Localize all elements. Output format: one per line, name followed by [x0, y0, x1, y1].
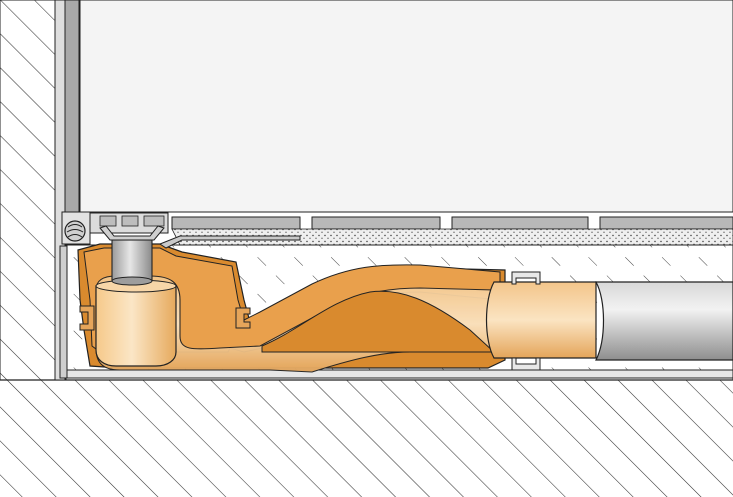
grate-bar [143, 215, 165, 227]
flange-clip-left [79, 305, 95, 331]
pipe-clamp-bottom [511, 357, 541, 371]
grate-bar [99, 215, 117, 227]
wall-masonry [0, 0, 56, 381]
spigot-opening [111, 276, 153, 286]
flange-clip-right [235, 307, 251, 329]
floor-tile [311, 216, 441, 230]
wall-tile [64, 0, 80, 213]
spigot-collar [99, 225, 165, 241]
pipe-clamp-top [511, 271, 541, 285]
drain-spigot [99, 225, 165, 286]
wall-face [79, 0, 733, 213]
floor-tiles [171, 216, 733, 230]
sealing-profile [61, 211, 91, 245]
water-seal-hump [261, 290, 496, 353]
spigot-tube [111, 239, 153, 281]
floor-tile [599, 216, 733, 230]
drain-collar-plate [158, 235, 301, 249]
grate-bar [121, 215, 139, 227]
outlet-socket [485, 281, 597, 359]
waste-pipe [594, 281, 733, 361]
floor-tile [171, 216, 301, 230]
bottom-strip [65, 369, 733, 379]
floor-slab [0, 380, 733, 497]
trap-cylinder [95, 285, 177, 367]
floor-tile [451, 216, 589, 230]
edge-strip [59, 245, 68, 379]
